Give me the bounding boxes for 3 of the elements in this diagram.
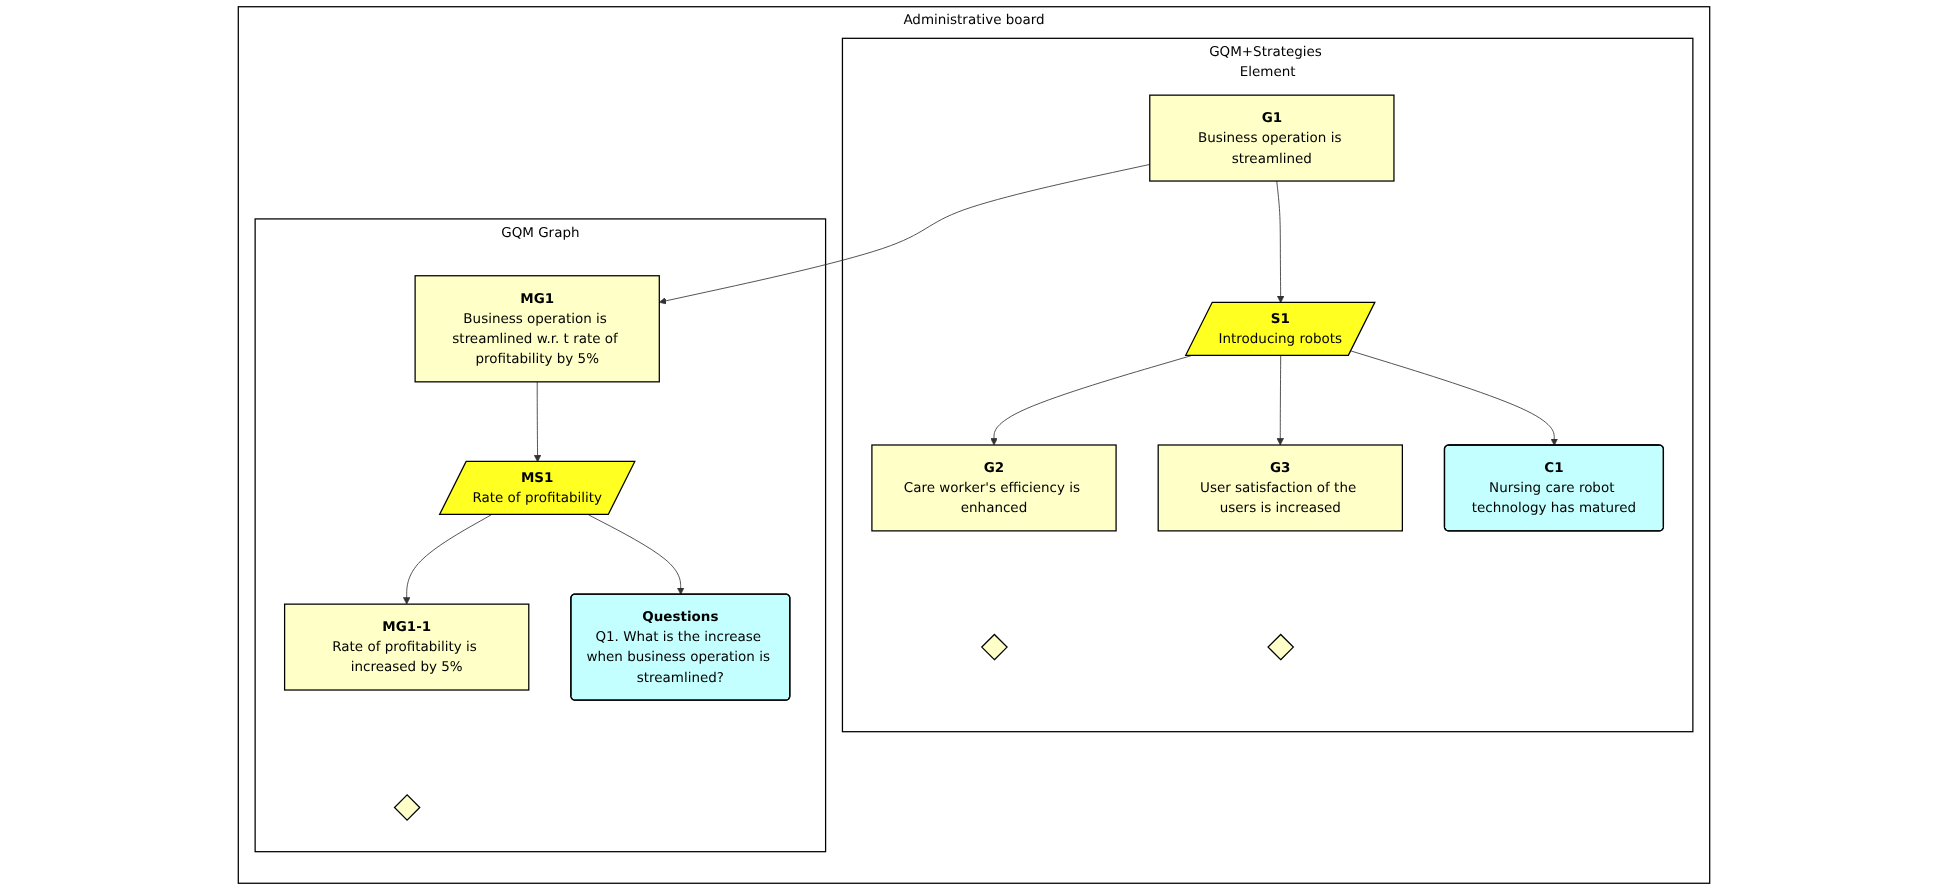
node-diamond [1267, 633, 1295, 661]
node-diamond [393, 793, 421, 821]
node-diamond [980, 633, 1008, 661]
